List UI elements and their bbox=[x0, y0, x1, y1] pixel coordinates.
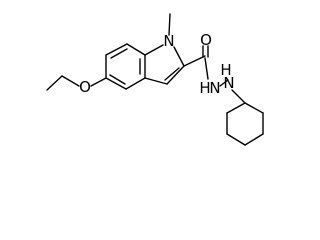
bond bbox=[183, 55, 206, 67]
bond bbox=[166, 65, 185, 85]
bond bbox=[226, 133, 246, 146]
molecule-diagram: N O O H N H N bbox=[46, 13, 264, 146]
structure-canvas: N O O H N H N bbox=[46, 13, 264, 146]
bond bbox=[126, 43, 146, 56]
bond-inner bbox=[164, 67, 180, 81]
hydrazide-n-1-label: N bbox=[209, 79, 220, 97]
ring-nitrogen-label: N bbox=[163, 32, 174, 50]
bond bbox=[144, 44, 164, 56]
benzene-ring bbox=[105, 43, 146, 90]
hydrazide-h-2-label: H bbox=[220, 61, 231, 79]
bond-inner bbox=[110, 48, 128, 59]
bond bbox=[144, 77, 168, 85]
bond bbox=[46, 75, 63, 91]
pyrrole-ring bbox=[144, 44, 185, 85]
bond bbox=[125, 77, 146, 90]
bond bbox=[90, 77, 107, 87]
bond bbox=[231, 89, 246, 104]
bond bbox=[244, 133, 264, 146]
bond bbox=[219, 79, 229, 87]
bond bbox=[105, 77, 127, 90]
bond bbox=[61, 75, 80, 87]
ethoxy-group bbox=[46, 75, 107, 91]
hydrazide-h-1-label: H bbox=[199, 79, 210, 97]
bond bbox=[244, 102, 264, 114]
bond bbox=[173, 46, 185, 67]
carbonyl-oxygen-label: O bbox=[200, 31, 212, 49]
hydrazide-chain bbox=[204, 57, 246, 104]
methyl-bond bbox=[168, 13, 171, 36]
bond bbox=[105, 43, 128, 56]
carbonyl-group bbox=[183, 45, 209, 67]
bond bbox=[226, 102, 246, 114]
bond bbox=[204, 57, 209, 80]
cyclohexane-ring bbox=[226, 102, 264, 146]
ether-oxygen-label: O bbox=[79, 78, 91, 96]
hydrazide-n-2-label: N bbox=[223, 74, 234, 92]
bond-inner bbox=[109, 74, 126, 85]
